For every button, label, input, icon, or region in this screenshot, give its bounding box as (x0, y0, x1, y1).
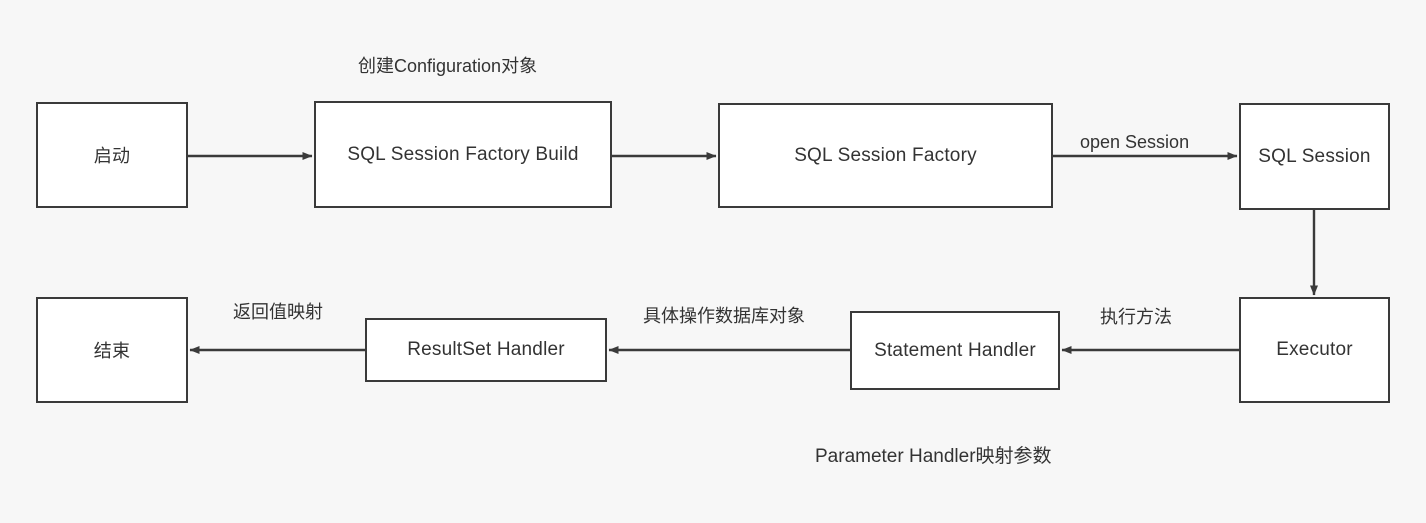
node-end-label: 结束 (93, 341, 131, 361)
node-sql-session-label: SQL Session (1258, 145, 1371, 167)
node-sql-session-factory-build[interactable]: SQL Session Factory Build (314, 101, 612, 208)
node-executor-label: Executor (1276, 339, 1353, 360)
edge-label-execute-method: 执行方法 (1100, 307, 1172, 327)
node-sql-session-factory-label: SQL Session Factory (794, 144, 977, 166)
node-sql-session-factory[interactable]: SQL Session Factory (718, 103, 1053, 208)
edge-label-return-value-mapping: 返回值映射 (233, 302, 323, 322)
node-resultset-handler[interactable]: ResultSet Handler (365, 318, 607, 382)
node-sql-session-factory-build-label: SQL Session Factory Build (347, 143, 579, 165)
node-executor[interactable]: Executor (1239, 297, 1390, 403)
node-end[interactable]: 结束 (36, 297, 188, 403)
node-statement-handler[interactable]: Statement Handler (850, 311, 1060, 390)
edge-label-db-operation-object: 具体操作数据库对象 (643, 306, 805, 326)
node-start[interactable]: 启动 (36, 102, 188, 208)
node-start-label: 启动 (93, 146, 131, 166)
caption-parameter-handler: Parameter Handler映射参数 (815, 446, 1052, 467)
node-resultset-handler-label: ResultSet Handler (407, 339, 565, 360)
node-statement-handler-label: Statement Handler (874, 339, 1036, 361)
node-sql-session[interactable]: SQL Session (1239, 103, 1390, 210)
edge-label-open-session: open Session (1080, 132, 1190, 152)
edge-label-create-configuration: 创建Configuration对象 (358, 56, 538, 76)
